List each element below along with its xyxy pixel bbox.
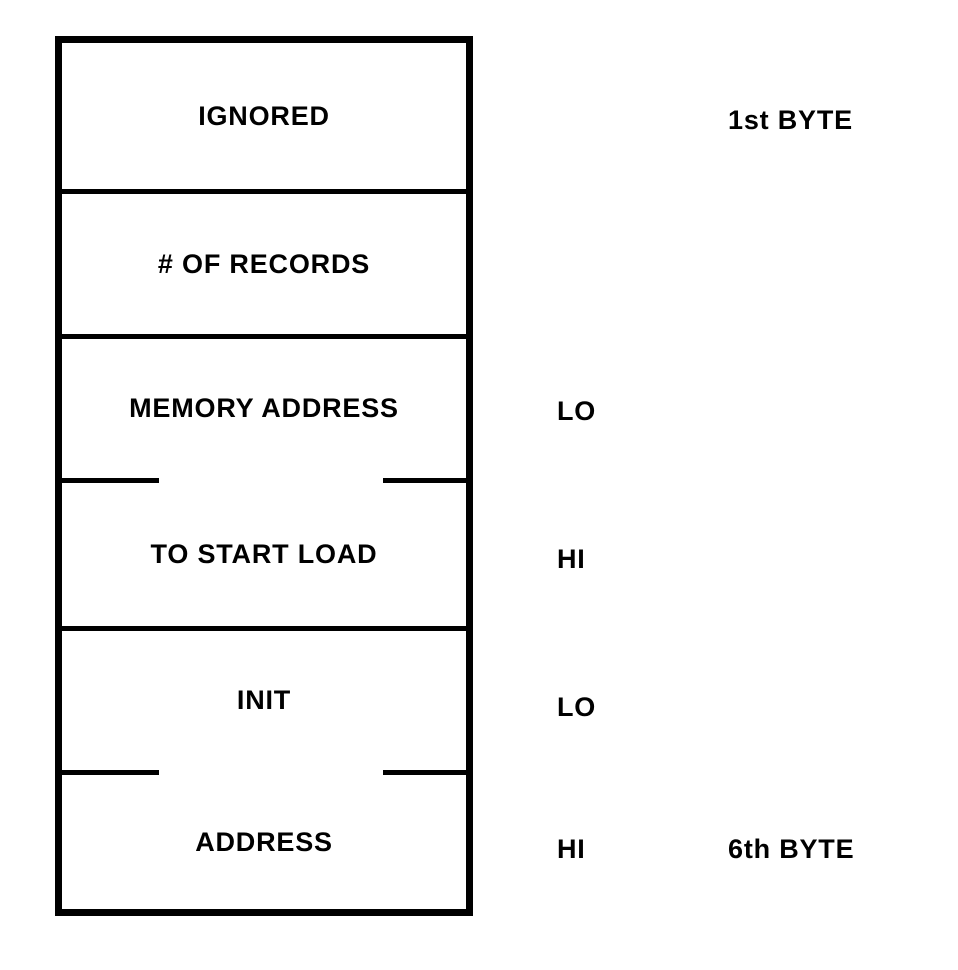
byte-order-label-init-lo: LO <box>557 692 597 722</box>
byte-cell-to-start-load: TO START LOAD <box>62 483 466 626</box>
byte-cell-init: INIT <box>62 631 466 770</box>
byte-cell-address: ADDRESS <box>62 775 466 909</box>
byte-position-label-first: 1st BYTE <box>728 105 853 135</box>
divider-after-memory-address-left <box>62 478 159 483</box>
byte-cell-label: INIT <box>236 685 292 715</box>
byte-cell-label: IGNORED <box>198 100 330 131</box>
byte-cell-ignored: IGNORED <box>62 43 466 189</box>
byte-position-label-sixth: 6th BYTE <box>728 834 855 864</box>
divider-after-memory-address-right <box>383 478 466 483</box>
byte-order-label-to-start-load-hi: HI <box>557 544 586 574</box>
divider-after-init-left <box>62 770 159 775</box>
byte-order-label-memory-address-lo: LO <box>557 396 597 426</box>
byte-order-label-address-hi: HI <box>557 834 586 864</box>
divider-after-num-records <box>62 334 466 339</box>
byte-cell-label: # OF RECORDS <box>157 248 371 279</box>
byte-cell-label: TO START LOAD <box>150 539 378 569</box>
byte-cell-num-records: # OF RECORDS <box>62 194 466 334</box>
divider-after-init-right <box>383 770 466 775</box>
byte-cell-label: ADDRESS <box>195 826 333 857</box>
divider-after-to-start-load <box>62 626 466 631</box>
divider-after-ignored <box>62 189 466 194</box>
byte-cell-label: MEMORY ADDRESS <box>129 393 399 423</box>
byte-stack-table: IGNORED # OF RECORDS MEMORY ADDRESS TO S… <box>55 36 473 916</box>
byte-cell-memory-address: MEMORY ADDRESS <box>62 339 466 478</box>
